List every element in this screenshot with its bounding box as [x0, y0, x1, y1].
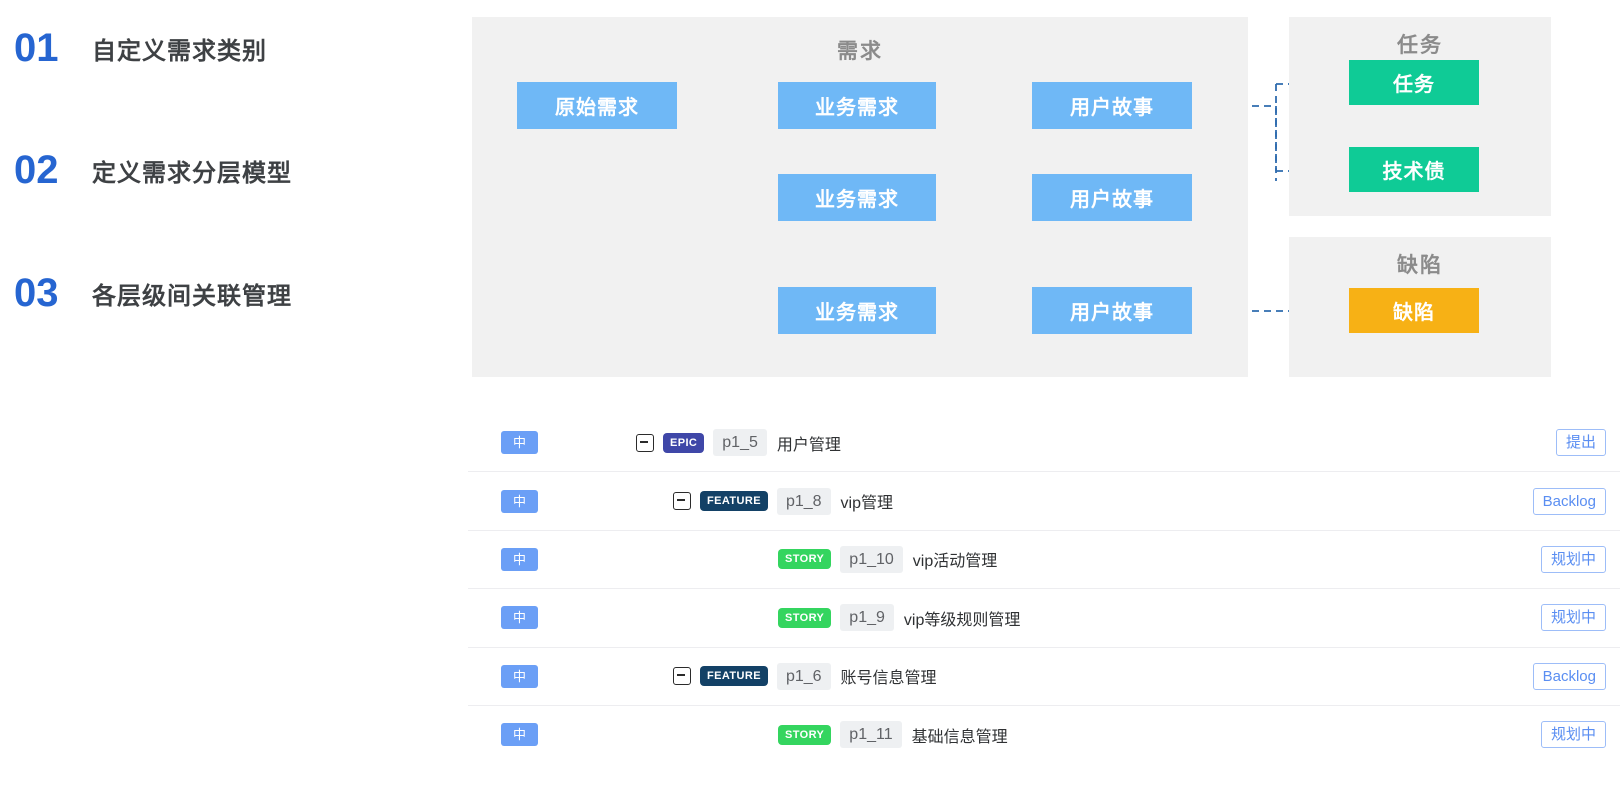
status-badge[interactable]: Backlog [1532, 487, 1606, 515]
panel-requirement-title: 需求 [837, 40, 883, 63]
status-badge[interactable]: 规划中 [1540, 721, 1606, 749]
step-label: 各层级间关联管理 [92, 283, 292, 310]
type-badge: FEATURE [700, 491, 768, 512]
item-code: p1_10 [840, 545, 903, 573]
item-code: p1_11 [840, 721, 902, 749]
type-badge: STORY [778, 724, 832, 745]
item-title[interactable]: vip管理 [840, 495, 893, 513]
row-content: FEATURE p1_6 账号信息管理 [673, 662, 937, 690]
priority-badge: 中 [501, 489, 539, 513]
node-user-story-3[interactable]: 用户故事 [1032, 287, 1192, 334]
steps-list: 01 自定义需求类别 02 定义需求分层模型 03 各层级间关联管理 [0, 0, 460, 400]
node-defect[interactable]: 缺陷 [1349, 288, 1479, 333]
table-row[interactable]: 中 EPIC p1_5 用户管理 提出 [468, 414, 1620, 473]
item-code: p1_6 [776, 662, 831, 690]
item-code: p1_9 [840, 604, 894, 632]
node-task[interactable]: 任务 [1349, 60, 1479, 105]
priority-badge: 中 [501, 431, 539, 455]
requirement-hierarchy-diagram: 需求 任务 缺陷 原始需求 业务需求 业务需求 业务需求 用户故事 用户故事 用… [472, 0, 1623, 400]
table-row[interactable]: 中 FEATURE p1_6 账号信息管理 Backlog [468, 648, 1620, 706]
table-row[interactable]: 中 FEATURE p1_8 vip管理 Backlog [468, 472, 1620, 531]
collapse-minus-icon[interactable] [673, 667, 691, 686]
step-item-01: 01 自定义需求类别 [14, 26, 267, 71]
row-content: EPIC p1_5 用户管理 [636, 429, 841, 457]
row-content: FEATURE p1_8 vip管理 [673, 487, 893, 515]
node-raw-requirement[interactable]: 原始需求 [517, 82, 677, 129]
step-number: 02 [14, 148, 59, 192]
status-badge[interactable]: 规划中 [1540, 545, 1606, 573]
node-business-requirement-1[interactable]: 业务需求 [778, 82, 936, 129]
step-number: 01 [14, 26, 59, 70]
type-badge: FEATURE [700, 666, 768, 687]
priority-badge: 中 [501, 606, 539, 630]
status-badge[interactable]: 提出 [1555, 429, 1606, 457]
table-row[interactable]: 中 STORY p1_10 vip活动管理 规划中 [468, 531, 1620, 590]
node-business-requirement-3[interactable]: 业务需求 [778, 287, 936, 334]
item-title[interactable]: 用户管理 [776, 436, 841, 454]
table-row[interactable]: 中 STORY p1_11 基础信息管理 规划中 [468, 706, 1620, 763]
type-badge: STORY [778, 607, 832, 628]
status-badge[interactable]: Backlog [1532, 662, 1606, 690]
step-label: 定义需求分层模型 [92, 160, 292, 187]
node-user-story-2[interactable]: 用户故事 [1032, 174, 1192, 221]
priority-badge: 中 [501, 547, 539, 571]
node-business-requirement-2[interactable]: 业务需求 [778, 174, 936, 221]
row-content: STORY p1_11 基础信息管理 [778, 721, 1008, 749]
type-badge: EPIC [663, 432, 705, 453]
status-badge[interactable]: 规划中 [1540, 604, 1606, 632]
collapse-minus-icon[interactable] [636, 433, 654, 452]
step-number: 03 [14, 271, 59, 315]
step-item-02: 02 定义需求分层模型 [14, 148, 292, 193]
item-title[interactable]: vip等级规则管理 [903, 611, 1021, 629]
row-content: STORY p1_9 vip等级规则管理 [778, 604, 1021, 632]
type-badge: STORY [778, 549, 832, 570]
node-user-story-1[interactable]: 用户故事 [1032, 82, 1192, 129]
item-code: p1_8 [776, 487, 831, 515]
item-code: p1_5 [713, 429, 767, 457]
collapse-minus-icon[interactable] [673, 492, 691, 511]
step-item-03: 03 各层级间关联管理 [14, 271, 292, 316]
item-title[interactable]: vip活动管理 [912, 553, 998, 571]
item-title[interactable]: 基础信息管理 [911, 728, 1008, 746]
priority-badge: 中 [501, 664, 539, 688]
panel-defect-title: 缺陷 [1397, 254, 1443, 277]
row-content: STORY p1_10 vip活动管理 [778, 545, 998, 573]
step-label: 自定义需求类别 [92, 38, 267, 65]
node-tech-debt[interactable]: 技术债 [1349, 147, 1479, 192]
panel-task-title: 任务 [1397, 34, 1443, 57]
priority-badge: 中 [501, 723, 539, 747]
table-row[interactable]: 中 STORY p1_9 vip等级规则管理 规划中 [468, 589, 1620, 648]
item-title[interactable]: 账号信息管理 [840, 670, 937, 688]
